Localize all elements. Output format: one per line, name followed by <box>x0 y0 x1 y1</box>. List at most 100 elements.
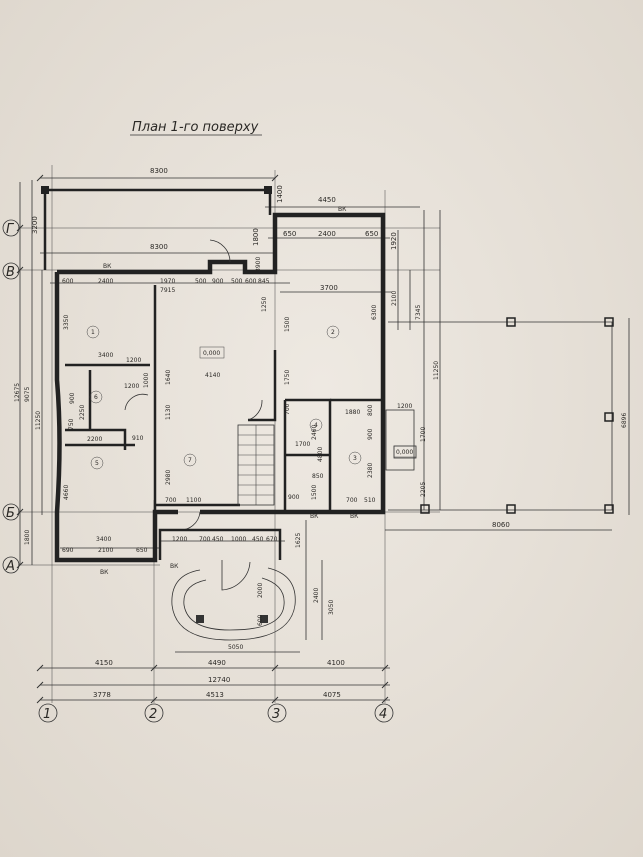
dimension-texts: 8300 8300 4450 1400 1800 650 2400 650 19… <box>14 167 628 699</box>
dim-text: 600 <box>245 278 257 285</box>
axis-label-2: 2 <box>149 707 157 722</box>
dim-text: 1500 <box>284 317 291 332</box>
dim-text: 1100 <box>186 497 201 504</box>
dim-text: 845 <box>258 278 270 285</box>
dim-text: 900 <box>69 392 76 404</box>
dim-text: 1750 <box>284 370 291 385</box>
dim-text: 2400 <box>98 278 113 285</box>
dim-text: 7915 <box>160 287 175 294</box>
dim-text: 900 <box>367 428 374 440</box>
room-number-3: 3 <box>353 455 357 462</box>
dim-text: 650 <box>136 547 148 554</box>
dim-text: 2100 <box>391 291 398 306</box>
dim-text: 1000 <box>231 536 246 543</box>
dim-text: 3350 <box>63 315 70 330</box>
dim-text: 700 <box>165 497 177 504</box>
dim-text: 1130 <box>165 405 172 420</box>
dim-text: 1200 <box>397 403 412 410</box>
dim-text: 5050 <box>228 644 243 651</box>
dim-text: 3050 <box>328 600 335 615</box>
dim-text: 1625 <box>295 533 302 548</box>
dim-text: 2250 <box>79 405 86 420</box>
room-number-6: 6 <box>94 394 98 401</box>
dim-text: 850 <box>312 473 324 480</box>
dim-text: 1200 <box>172 536 187 543</box>
vk-label: ВК <box>338 206 347 213</box>
dim-text: 500 <box>231 278 243 285</box>
dim-text: 2400 <box>318 230 336 238</box>
dim-text: 1000 <box>143 373 150 388</box>
dim-text: 4800 <box>317 447 324 462</box>
dim-text: 450 <box>212 536 224 543</box>
dim-text: 3400 <box>98 352 113 359</box>
dim-text: 2460 <box>311 425 318 440</box>
dim-text: 1920 <box>390 232 398 250</box>
dim-text: 670 <box>266 536 278 543</box>
dim-text: 3700 <box>320 284 338 292</box>
dim-text: 700 <box>284 403 291 415</box>
dim-text: 1970 <box>160 278 175 285</box>
vk-label: ВК <box>310 513 319 520</box>
dim-text: 1250 <box>261 297 268 312</box>
dim-text: 4075 <box>323 691 341 699</box>
dim-text: 1400 <box>276 185 284 203</box>
dim-text: 1700 <box>295 441 310 448</box>
dim-text: 1800 <box>252 228 260 246</box>
dim-text: 2400 <box>313 588 320 603</box>
dim-text: 1200 <box>126 357 141 364</box>
dim-text: 6300 <box>371 305 378 320</box>
dim-text: 2100 <box>98 547 113 554</box>
room-number-4: 4 <box>314 422 318 429</box>
dim-text: 8300 <box>150 243 168 251</box>
dim-text: 12740 <box>208 676 230 684</box>
dim-text: 6896 <box>621 413 628 428</box>
dim-text: 11250 <box>433 361 440 380</box>
axis-label-v: В <box>6 265 15 280</box>
room-number-2: 2 <box>331 329 335 336</box>
dim-text: 1700 <box>420 427 427 442</box>
level-mark-main: 0,000 <box>203 350 220 357</box>
dim-text: 3778 <box>93 691 111 699</box>
dim-text: 2980 <box>165 470 172 485</box>
vk-label: ВК <box>350 513 359 520</box>
dim-text: 750 <box>68 418 75 430</box>
dim-text: 2200 <box>87 436 102 443</box>
dim-text: 1500 <box>311 485 318 500</box>
dim-text: 3900 <box>255 257 262 272</box>
dim-text: 4100 <box>327 659 345 667</box>
axis-label-a: А <box>5 559 15 574</box>
axis-label-b: Б <box>6 506 15 521</box>
dim-text: 700 <box>199 536 211 543</box>
dim-text: 650 <box>365 230 378 238</box>
dim-text: 9075 <box>24 387 31 402</box>
level-mark-terrace: 0,000 <box>396 449 413 456</box>
dim-text: 500 <box>195 278 207 285</box>
dim-text: 600 <box>62 278 74 285</box>
dim-text: 3400 <box>96 536 111 543</box>
dim-text: 650 <box>283 230 296 238</box>
dim-text: 4450 <box>318 196 336 204</box>
dim-text: 8060 <box>492 521 510 529</box>
room-number-1: 1 <box>91 329 95 336</box>
dim-text: 690 <box>62 547 74 554</box>
dim-text: 8300 <box>150 167 168 175</box>
dim-text: 1200 <box>124 383 139 390</box>
dim-text: 910 <box>132 435 144 442</box>
dim-text: 4660 <box>63 485 70 500</box>
dim-text: 1640 <box>165 370 172 385</box>
axis-label-g: Г <box>6 222 15 237</box>
dim-text: 2000 <box>257 583 264 598</box>
dim-text: 900 <box>212 278 224 285</box>
dim-text: 4140 <box>205 372 220 379</box>
dim-text: 12675 <box>14 383 21 402</box>
dimension-lines <box>16 174 630 704</box>
room-numbers: 1 2 3 4 5 6 7 <box>86 325 362 470</box>
axis-label-4: 4 <box>379 707 387 722</box>
axis-label-3: 3 <box>272 707 280 722</box>
dim-text: 2205 <box>420 482 427 497</box>
axis-label-1: 1 <box>43 707 51 722</box>
dim-text: 1800 <box>24 530 31 545</box>
dim-text: 600 <box>257 614 264 626</box>
